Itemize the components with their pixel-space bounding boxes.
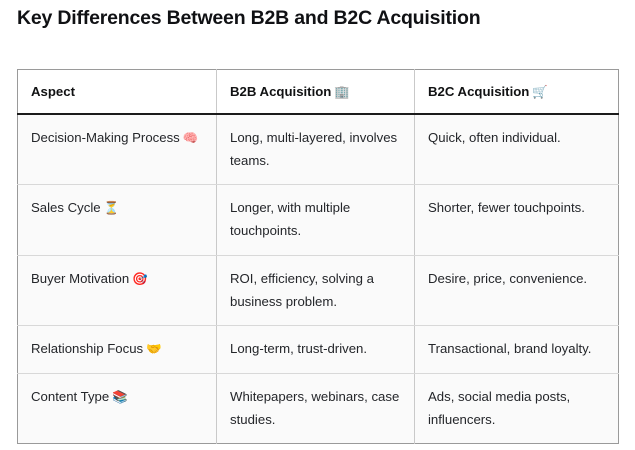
cell-b2b: Long-term, trust-driven. [216, 325, 415, 374]
column-header-b2b: B2B Acquisition🏢 [216, 69, 415, 115]
column-header-aspect: Aspect [17, 69, 217, 115]
cell-b2b: Longer, with multiple touchpoints. [216, 184, 415, 256]
aspect-label: Buyer Motivation [31, 270, 130, 286]
column-header-aspect-label: Aspect [31, 84, 75, 99]
cell-b2c: Desire, price, convenience. [414, 255, 619, 327]
table-header: Aspect B2B Acquisition🏢 B2C Acquisition🛒 [17, 69, 619, 115]
aspect-label: Relationship Focus [31, 341, 144, 357]
table-row: Buyer Motivation🎯 ROI, efficiency, solvi… [17, 255, 619, 327]
cell-aspect: Relationship Focus🤝 [17, 325, 217, 374]
cell-aspect: Sales Cycle⏳ [17, 184, 217, 256]
cell-aspect: Decision-Making Process🧠 [17, 114, 217, 186]
column-header-b2b-label: B2B Acquisition [230, 84, 332, 99]
table-header-row: Aspect B2B Acquisition🏢 B2C Acquisition🛒 [17, 69, 619, 115]
target-icon: 🎯 [132, 270, 148, 286]
cell-b2c: Shorter, fewer touchpoints. [414, 184, 619, 256]
handshake-icon: 🤝 [146, 341, 162, 357]
cell-b2b: ROI, efficiency, solving a business prob… [216, 255, 415, 327]
table-row: Content Type📚 Whitepapers, webinars, cas… [17, 373, 619, 444]
comparison-table: Aspect B2B Acquisition🏢 B2C Acquisition🛒… [17, 69, 619, 445]
aspect-label: Content Type [31, 388, 110, 404]
cell-aspect: Content Type📚 [17, 373, 217, 444]
comparison-table-container: Aspect B2B Acquisition🏢 B2C Acquisition🛒… [17, 69, 619, 445]
office-building-icon: 🏢 [334, 84, 350, 99]
table-row: Decision-Making Process🧠 Long, multi-lay… [17, 114, 619, 186]
column-header-b2c: B2C Acquisition🛒 [414, 69, 619, 115]
column-header-b2c-label: B2C Acquisition [428, 84, 530, 99]
brain-icon: 🧠 [182, 130, 199, 145]
cell-b2b: Long, multi-layered, involves teams. [216, 114, 415, 186]
table-body: Decision-Making Process🧠 Long, multi-lay… [17, 114, 619, 444]
aspect-label: Decision-Making Process [31, 130, 180, 145]
page-title: Key Differences Between B2B and B2C Acqu… [17, 7, 481, 29]
cell-aspect: Buyer Motivation🎯 [17, 255, 217, 327]
cell-b2c: Quick, often individual. [414, 114, 619, 186]
cell-b2c: Transactional, brand loyalty. [414, 325, 619, 374]
cell-b2b: Whitepapers, webinars, case studies. [216, 373, 415, 444]
shopping-cart-icon: 🛒 [532, 84, 548, 99]
table-row: Relationship Focus🤝 Long-term, trust-dri… [17, 325, 619, 374]
books-icon: 📚 [112, 388, 128, 404]
cell-b2c: Ads, social media posts, influencers. [414, 373, 619, 444]
table-row: Sales Cycle⏳ Longer, with multiple touch… [17, 184, 619, 256]
aspect-label: Sales Cycle [31, 200, 101, 216]
hourglass-icon: ⏳ [103, 200, 120, 216]
